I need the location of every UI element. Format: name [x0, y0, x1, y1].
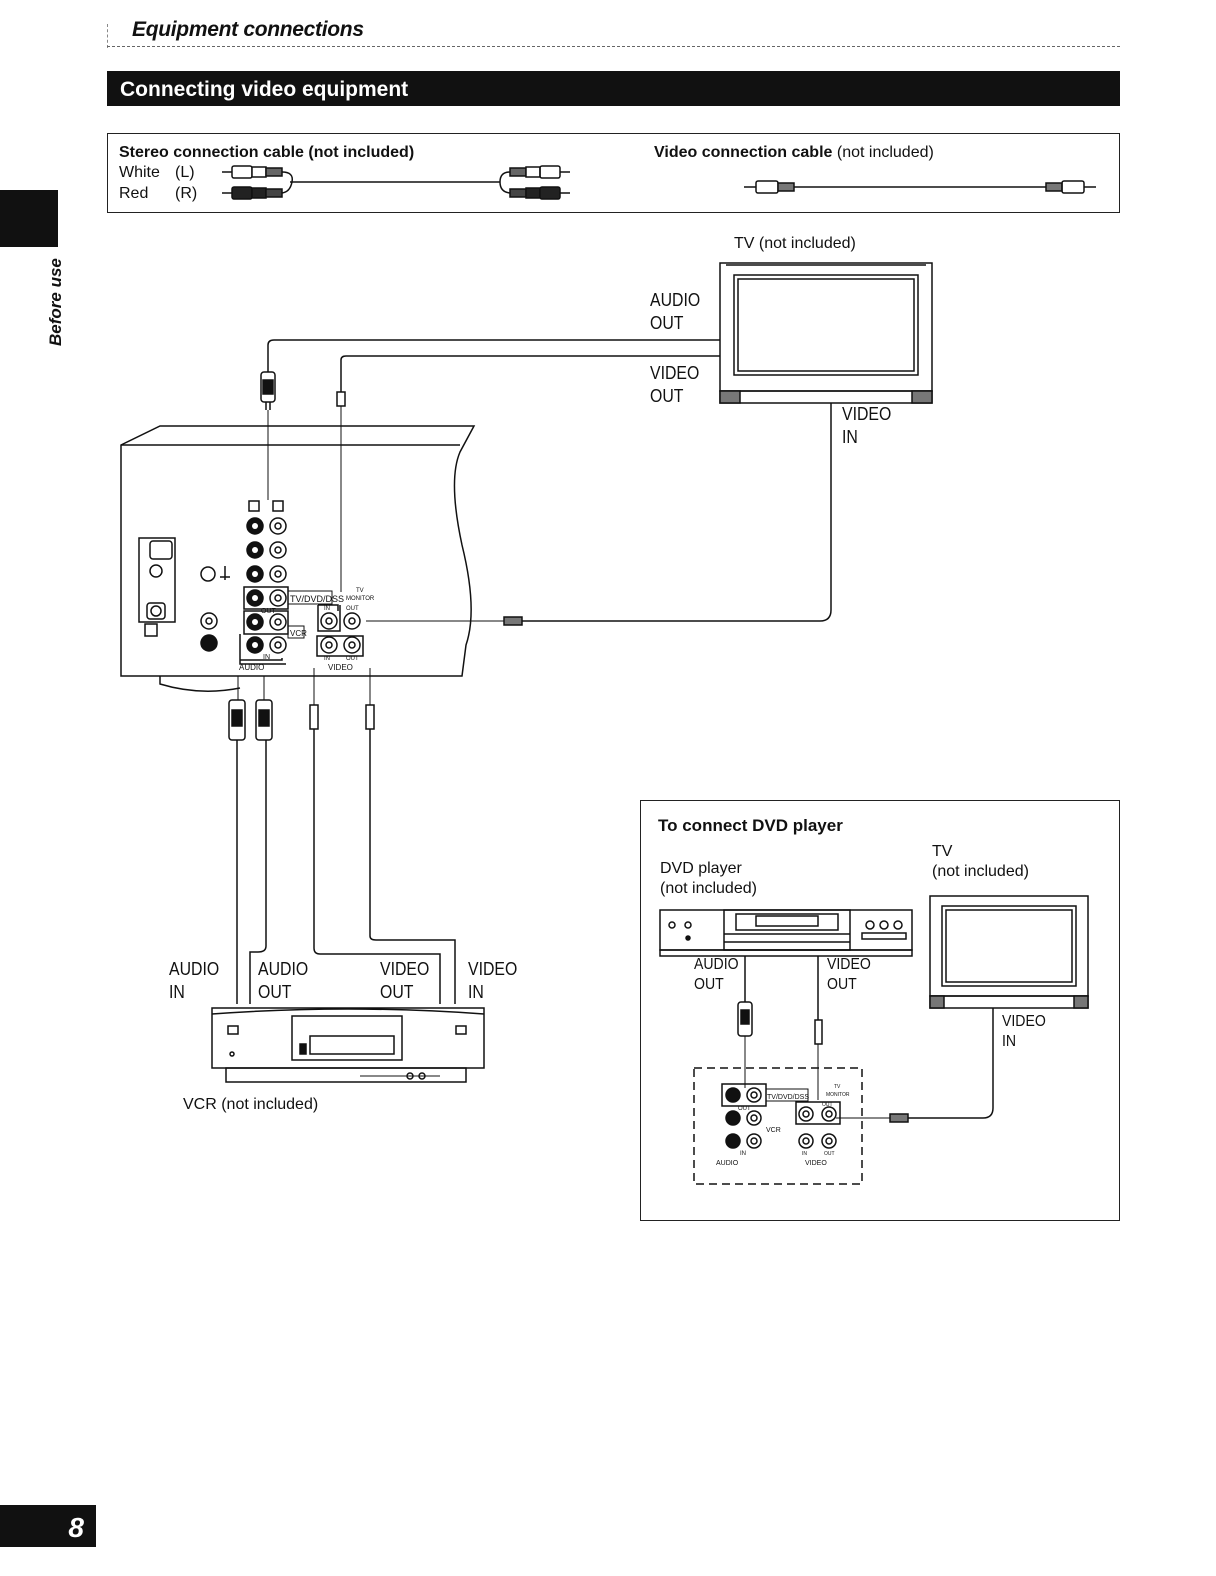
receiver-tv-dvd-dss-label: TV/DVD/DSS: [290, 594, 344, 604]
video-cable-illustration: [744, 180, 1096, 194]
title-rule: [107, 46, 1120, 47]
banner: Connecting video equipment: [107, 71, 1120, 106]
video-cable-note: (not included): [836, 144, 934, 161]
cable-legend-box: [107, 133, 1120, 213]
receiver-monitor-out-label: OUT: [346, 606, 359, 612]
inset-out-label: OUT: [738, 1106, 751, 1112]
vcr-cables: [228, 668, 456, 1004]
stereo-cable-illustration: [222, 165, 570, 200]
receiver-in-label: IN: [263, 654, 270, 661]
inset-vcr-label: VCR: [766, 1127, 781, 1134]
inset-tv-label: TV: [932, 843, 953, 860]
inset-tv-dvd-dss-label: TV/DVD/DSS: [767, 1094, 809, 1101]
tv-caption: TV (not included): [734, 235, 856, 252]
inset-cables: [737, 956, 994, 1123]
title-tick: [107, 24, 108, 48]
side-tab-block: [0, 190, 58, 247]
receiver-tv-label: TV: [356, 588, 364, 594]
dvd-player-illustration: [659, 909, 913, 957]
receiver-in-small-label: IN: [324, 606, 330, 612]
stereo-cable-caption: Stereo connection cable (not included): [119, 144, 414, 162]
receiver-video-label: VIDEO: [328, 663, 353, 672]
vcr-caption: VCR (not included): [183, 1096, 319, 1113]
dvd-inset-title: To connect DVD player: [658, 816, 843, 835]
dvd-player-label: DVD player: [660, 860, 742, 877]
inset-audio-label: AUDIO: [716, 1160, 739, 1167]
receiver-monitor-label: MONITOR: [346, 596, 375, 602]
section-title: Equipment connections: [132, 18, 364, 41]
video-cable-caption: Video connection cable (not included): [654, 144, 934, 162]
receiver-vcr-label: VCR: [290, 629, 307, 638]
white-label: White: [119, 164, 160, 181]
receiver-illustration: TV/DVD/DSS OUT VCR IN AUDIO IN TV MONITO…: [120, 425, 476, 692]
white-channel-label: (L): [175, 164, 195, 181]
inset-receiver-panel: TV/DVD/DSS OUT VCR IN AUDIO TV MONITOR O…: [693, 1067, 863, 1185]
inset-video-out-small: OUT: [824, 1151, 835, 1157]
inset-video-in-small: IN: [802, 1151, 807, 1157]
receiver-audio-label: AUDIO: [239, 663, 264, 672]
video-cable-title: Video connection cable: [654, 144, 833, 161]
tv-cables: [260, 339, 832, 626]
receiver-video-out-label: OUT: [346, 656, 359, 662]
vcr-illustration: [211, 1007, 485, 1083]
inset-tv-monitor-label: MONITOR: [826, 1092, 850, 1098]
page-number: 8: [0, 1505, 96, 1547]
inset-tv-illustration: [929, 895, 1089, 1009]
dvd-player-note: (not included): [660, 880, 757, 897]
stereo-cable-note: (not included): [308, 144, 415, 161]
inset-tv-monitor-tv: TV: [834, 1084, 841, 1090]
inset-video-label: VIDEO: [805, 1160, 827, 1167]
inset-in-label: IN: [740, 1151, 746, 1157]
stereo-cable-title: Stereo connection cable: [119, 144, 304, 161]
red-label: Red: [119, 185, 149, 202]
receiver-video-in-label: IN: [324, 656, 330, 662]
inset-monitor-out-label: OUT: [822, 1102, 833, 1108]
inset-tv-note: (not included): [932, 863, 1029, 880]
red-channel-label: (R): [175, 185, 198, 202]
dvd-inset-box: [640, 800, 1120, 1221]
tv-main-illustration: [719, 262, 933, 404]
